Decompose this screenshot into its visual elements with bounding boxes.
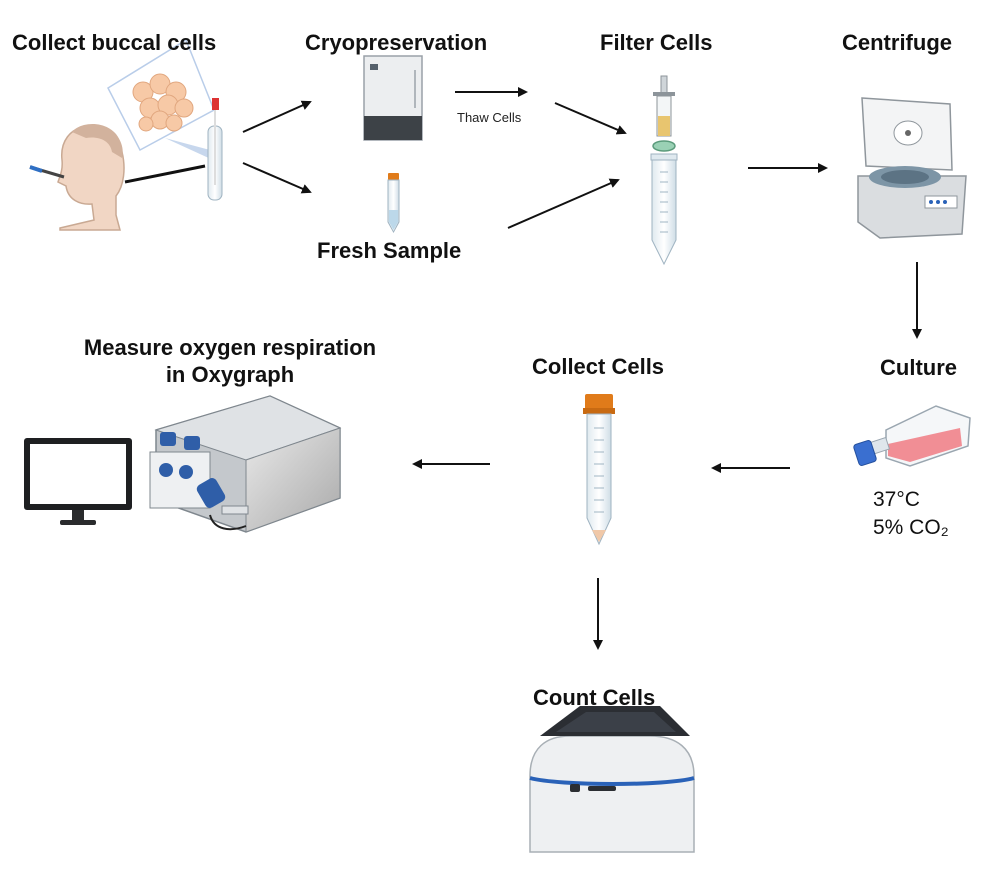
thaw-cells-label: Thaw Cells: [457, 110, 522, 125]
step-collect-cells-label: Collect Cells: [532, 354, 665, 379]
step-filter-cells-label: Filter Cells: [600, 30, 713, 55]
cheek-cells-icon: [107, 38, 215, 160]
arrow-person-to-swab: [124, 164, 206, 184]
step-culture-label: Culture: [880, 355, 957, 380]
cell-counter-icon: [529, 706, 695, 853]
arrow-to-fresh: [242, 162, 312, 194]
syringe-filter-icon: [650, 75, 678, 266]
culture-temperature: 37°C: [873, 488, 920, 511]
step-cryopreservation-label: Cryopreservation: [305, 30, 488, 55]
swab-tube-icon: [207, 98, 223, 201]
step-measure-line2: in Oxygraph: [165, 362, 295, 387]
arrow-cryo-to-filter: [554, 102, 627, 135]
step-fresh-sample-label: Fresh Sample: [317, 238, 462, 263]
freezer-icon: [363, 55, 423, 141]
culture-flask-icon: [853, 405, 971, 467]
step-centrifuge-label: Centrifuge: [842, 30, 952, 55]
step-measure-line1: Measure oxygen respiration: [83, 335, 377, 360]
monitor-icon: [24, 438, 132, 525]
oxygraph-icon: [149, 395, 342, 533]
culture-co2: 5% CO₂: [873, 516, 949, 539]
conical-tube-icon: [583, 394, 615, 546]
arrow-fresh-to-filter: [507, 178, 620, 229]
step-collect-buccal-label: Collect buccal cells: [12, 30, 217, 55]
person-swab-icon: [29, 124, 125, 231]
fresh-tube-icon: [387, 173, 400, 234]
step-count-cells-label: Count Cells: [533, 685, 656, 710]
arrow-to-cryo: [242, 100, 312, 133]
centrifuge-icon: [857, 97, 967, 239]
arrows: [124, 87, 922, 650]
